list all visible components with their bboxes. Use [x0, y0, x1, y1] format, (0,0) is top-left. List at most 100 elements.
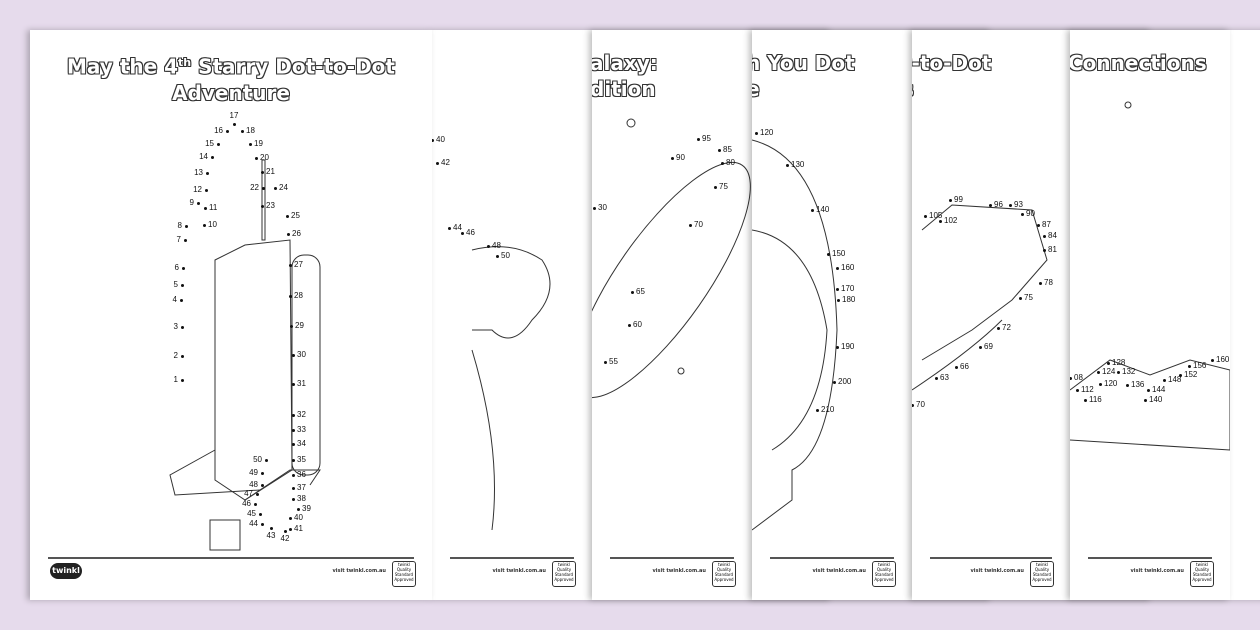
dot: [979, 346, 982, 349]
title-text: Connections: [1070, 51, 1207, 75]
dot: [292, 443, 295, 446]
dot: [203, 224, 206, 227]
dot-number: 75: [719, 182, 728, 191]
dot: [436, 162, 439, 165]
dot: [1107, 362, 1110, 365]
dot-number: 42: [280, 534, 290, 543]
dot: [292, 474, 295, 477]
dot-number: 11: [209, 203, 218, 212]
dot: [262, 187, 265, 190]
dot: [289, 517, 292, 520]
dot: [924, 215, 927, 218]
dot: [1043, 249, 1046, 252]
dot: [755, 132, 758, 135]
dot-number: 14: [199, 152, 208, 161]
dot-number: 08: [1074, 373, 1083, 382]
quality-badge: twinkl Quality Standard Approved: [1030, 561, 1054, 587]
footer-divider: [1088, 557, 1212, 559]
dot-number: 21: [266, 167, 275, 176]
dot-number: 46: [242, 499, 251, 508]
dot: [290, 325, 293, 328]
dot-number: 84: [1048, 231, 1057, 240]
dot-number: 105: [929, 211, 943, 220]
dot: [786, 164, 789, 167]
title-line-2: Adventure: [172, 80, 290, 105]
dot: [1009, 204, 1012, 207]
dot: [284, 530, 287, 533]
page-title: eroes:pecial: [432, 50, 433, 102]
dot-number: 60: [633, 320, 642, 329]
dot-number: 28: [294, 291, 303, 300]
dot: [292, 498, 295, 501]
dot-number: 81: [1048, 245, 1057, 254]
dot: [1070, 377, 1072, 380]
dot-number: 24: [279, 183, 288, 192]
dot: [1117, 371, 1120, 374]
title-text: h You Dot: [752, 51, 855, 75]
dot: [249, 143, 252, 146]
dot-to-dot-illustration: [752, 139, 838, 531]
dot: [292, 383, 295, 386]
dot: [261, 472, 264, 475]
dot-number: 46: [466, 228, 475, 237]
dot-number: 75: [1024, 293, 1033, 302]
dot-number: 19: [254, 139, 263, 148]
dot-number: 85: [723, 145, 732, 154]
dot-number: 69: [984, 342, 993, 351]
dot-number: 152: [1184, 370, 1198, 379]
dot-number: 120: [1104, 379, 1118, 388]
dot-number: 150: [832, 249, 846, 258]
dot: [256, 493, 259, 496]
dot: [287, 233, 290, 236]
dot: [836, 288, 839, 291]
dot-number: 90: [1026, 209, 1035, 218]
dot-number: 7: [176, 235, 181, 244]
dot: [837, 299, 840, 302]
dot-number: 66: [960, 362, 969, 371]
dot-number: 18: [246, 126, 255, 135]
dot-number: 40: [294, 513, 303, 522]
dot-number: 20: [260, 153, 269, 162]
dot-number: 5: [173, 280, 178, 289]
dot: [1163, 379, 1166, 382]
dot: [1039, 282, 1042, 285]
dot: [816, 409, 819, 412]
dot-number: 95: [702, 134, 711, 143]
dot-number: 31: [297, 379, 306, 388]
dot: [261, 171, 264, 174]
dot: [286, 215, 289, 218]
dot: [1097, 371, 1100, 374]
dot-to-dot-illustration: [169, 159, 321, 551]
dot: [259, 513, 262, 516]
dot: [289, 295, 292, 298]
dot: [254, 503, 257, 506]
dot-number: 50: [253, 455, 262, 464]
title-line-2: s: [912, 76, 991, 102]
dot: [912, 404, 914, 407]
page-title: Connections: [1070, 50, 1207, 76]
dot: [432, 139, 434, 142]
quality-badge: twinkl Quality Standard Approved: [872, 561, 896, 587]
dot-number: 190: [841, 342, 855, 351]
dot-number: 170: [841, 284, 855, 293]
dot-number: 47: [244, 489, 253, 498]
title-line-2: e: [752, 77, 760, 101]
dot: [181, 379, 184, 382]
dot: [261, 205, 264, 208]
dot: [1188, 365, 1191, 368]
dot: [836, 346, 839, 349]
dot: [1043, 235, 1046, 238]
dot-number: 210: [821, 405, 835, 414]
dot-number: 63: [940, 373, 949, 382]
footer-url: visit twinkl.com.au: [812, 568, 866, 574]
dot: [197, 202, 200, 205]
dot: [292, 429, 295, 432]
dot: [604, 361, 607, 364]
dot-number: 50: [501, 251, 510, 260]
dot-number: 120: [760, 128, 774, 137]
dot-number: 140: [1149, 395, 1163, 404]
dot: [181, 284, 184, 287]
dot-number: 112: [1081, 385, 1094, 394]
dot: [935, 377, 938, 380]
